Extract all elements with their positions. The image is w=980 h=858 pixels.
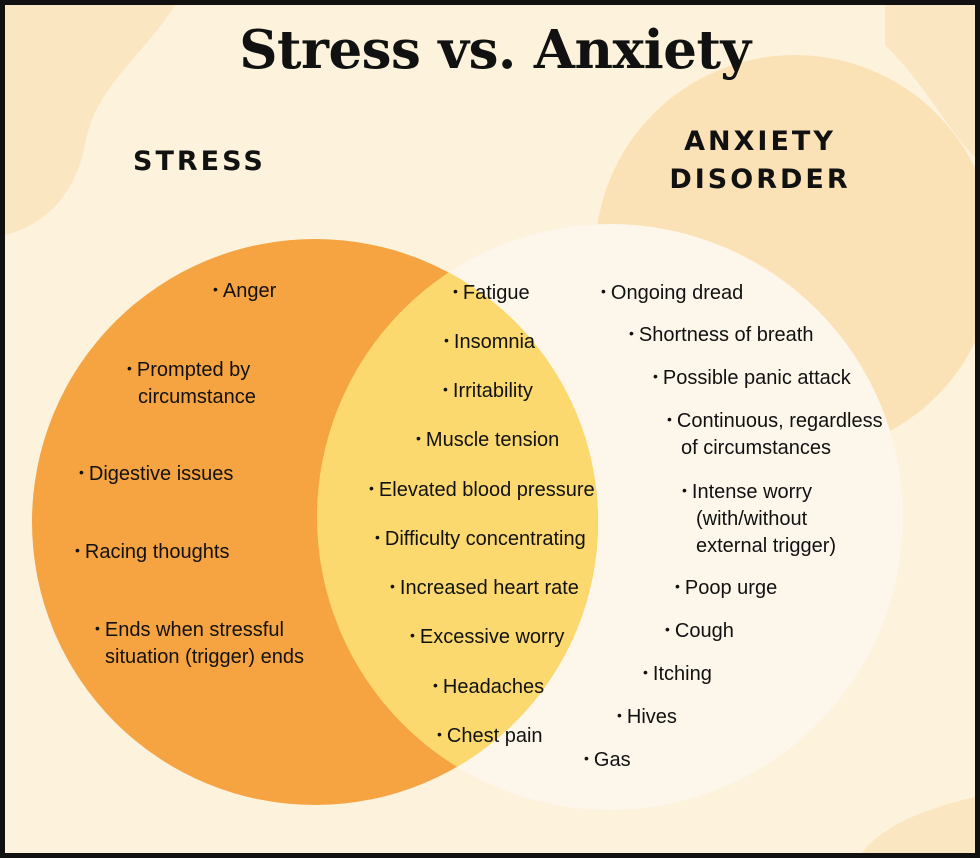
anxiety-item-continuous-cont-text: of circumstances — [681, 437, 832, 459]
anxiety-item-gas: Gas — [584, 747, 631, 775]
stress-item-anger: Anger — [213, 278, 276, 306]
anxiety-item-hives: Hives — [617, 704, 677, 732]
anxiety-item-itching: Itching — [643, 661, 712, 689]
anxiety-item-intense: Intense worry — [682, 479, 812, 507]
anxiety-item-cough: Cough — [665, 618, 734, 646]
stress-item-ends: Ends when stressful — [95, 617, 284, 645]
overlap-region — [317, 239, 598, 805]
background-blob-left — [5, 5, 175, 235]
diagram-title: Stress vs. Anxiety — [239, 19, 751, 81]
shared-item-heart-rate: Increased heart rate — [390, 575, 579, 603]
anxiety-item-continuous-cont: of circumstances — [681, 435, 831, 462]
shared-item-muscle-tension: Muscle tension — [416, 427, 559, 455]
anxiety-heading-line2: DISORDER — [669, 164, 851, 195]
anxiety-item-panic: Possible panic attack — [653, 365, 851, 393]
stress-item-racing: Racing thoughts — [75, 539, 230, 567]
stress-item-prompted-cont-text: circumstance — [138, 386, 256, 408]
background-blob-bottom-right — [861, 797, 975, 853]
shared-item-irritability: Irritability — [443, 378, 533, 406]
stress-item-prompted-cont: circumstance — [138, 384, 256, 411]
anxiety-item-poop: Poop urge — [675, 575, 777, 603]
anxiety-item-intense-cont1-text: (with/without — [696, 508, 808, 530]
stress-heading: STRESS — [133, 146, 266, 177]
shared-item-chest-pain: Chest pain — [437, 723, 543, 751]
shared-item-fatigue: Fatigue — [453, 280, 530, 308]
shared-item-headaches: Headaches — [433, 674, 544, 702]
anxiety-item-breath: Shortness of breath — [629, 322, 814, 350]
anxiety-heading: ANXIETY DISORDER — [655, 123, 865, 199]
anxiety-item-continuous: Continuous, regardless — [667, 408, 883, 436]
anxiety-item-intense-cont2-text: external trigger) — [696, 535, 837, 557]
background-blob-right — [885, 5, 975, 157]
shared-item-worry: Excessive worry — [410, 624, 564, 652]
shared-item-insomnia: Insomnia — [444, 329, 535, 357]
stress-item-prompted: Prompted by — [127, 357, 250, 385]
stress-item-digestive: Digestive issues — [79, 461, 234, 489]
anxiety-item-intense-cont2: external trigger) — [696, 533, 836, 560]
shared-item-blood-pressure: Elevated blood pressure — [369, 477, 595, 505]
shared-item-concentrating: Difficulty concentrating — [375, 526, 586, 554]
anxiety-item-dread: Ongoing dread — [601, 280, 743, 308]
anxiety-heading-line1: ANXIETY — [684, 126, 836, 157]
stress-item-ends-cont-text: situation (trigger) ends — [105, 646, 304, 668]
anxiety-item-intense-cont1: (with/without — [696, 506, 807, 533]
stress-item-ends-cont: situation (trigger) ends — [105, 644, 304, 671]
